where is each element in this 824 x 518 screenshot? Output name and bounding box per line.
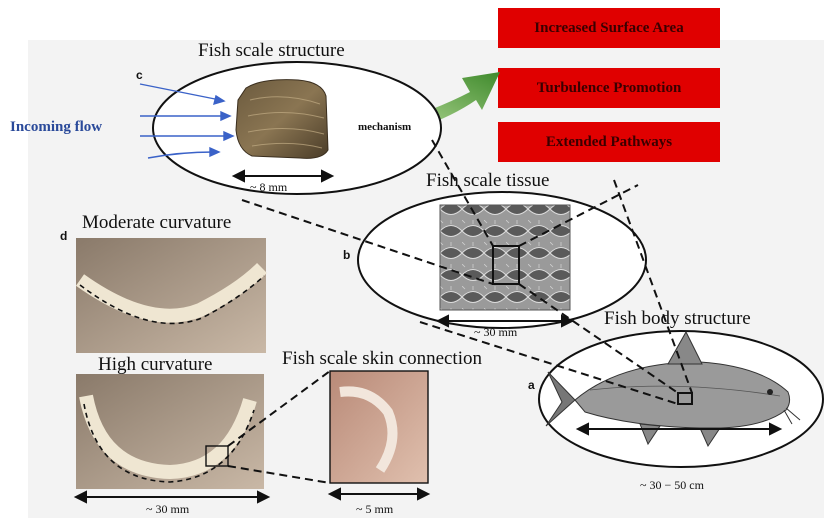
panel-letter-c: c bbox=[136, 68, 143, 82]
panel-letter-d: d bbox=[60, 229, 67, 243]
dimension-label-curvature: ~ 30 mm bbox=[146, 502, 189, 517]
title-fish-scale-tissue: Fish scale tissue bbox=[426, 170, 550, 192]
title-skin-connection: Fish scale skin connection bbox=[282, 348, 482, 370]
high-curvature-photo bbox=[76, 374, 264, 489]
title-fish-body-structure: Fish body structure bbox=[604, 308, 751, 330]
fish-scale-tissue-image bbox=[440, 205, 570, 310]
panel-letter-b: b bbox=[343, 248, 350, 262]
dimension-label-scale: ~ 8 mm bbox=[250, 180, 287, 195]
fish-scale-photo bbox=[236, 80, 328, 159]
dimension-label-connection: ~ 5 mm bbox=[356, 502, 393, 517]
dimension-label-body: ~ 30 − 50 cm bbox=[640, 478, 704, 493]
dimension-arrow-connection bbox=[330, 489, 428, 499]
panel-letter-a: a bbox=[528, 378, 535, 392]
mechanism-label: mechanism bbox=[358, 121, 411, 133]
dimension-label-tissue: ~ 30 mm bbox=[474, 325, 517, 340]
incoming-flow-label: Incoming flow bbox=[10, 119, 102, 136]
title-fish-scale-structure: Fish scale structure bbox=[198, 40, 345, 62]
title-high-curvature: High curvature bbox=[98, 354, 212, 376]
dimension-arrow-curvature bbox=[76, 492, 268, 502]
skin-connection-photo bbox=[330, 371, 428, 483]
moderate-curvature-photo bbox=[76, 238, 266, 353]
title-moderate-curvature: Moderate curvature bbox=[82, 212, 231, 234]
